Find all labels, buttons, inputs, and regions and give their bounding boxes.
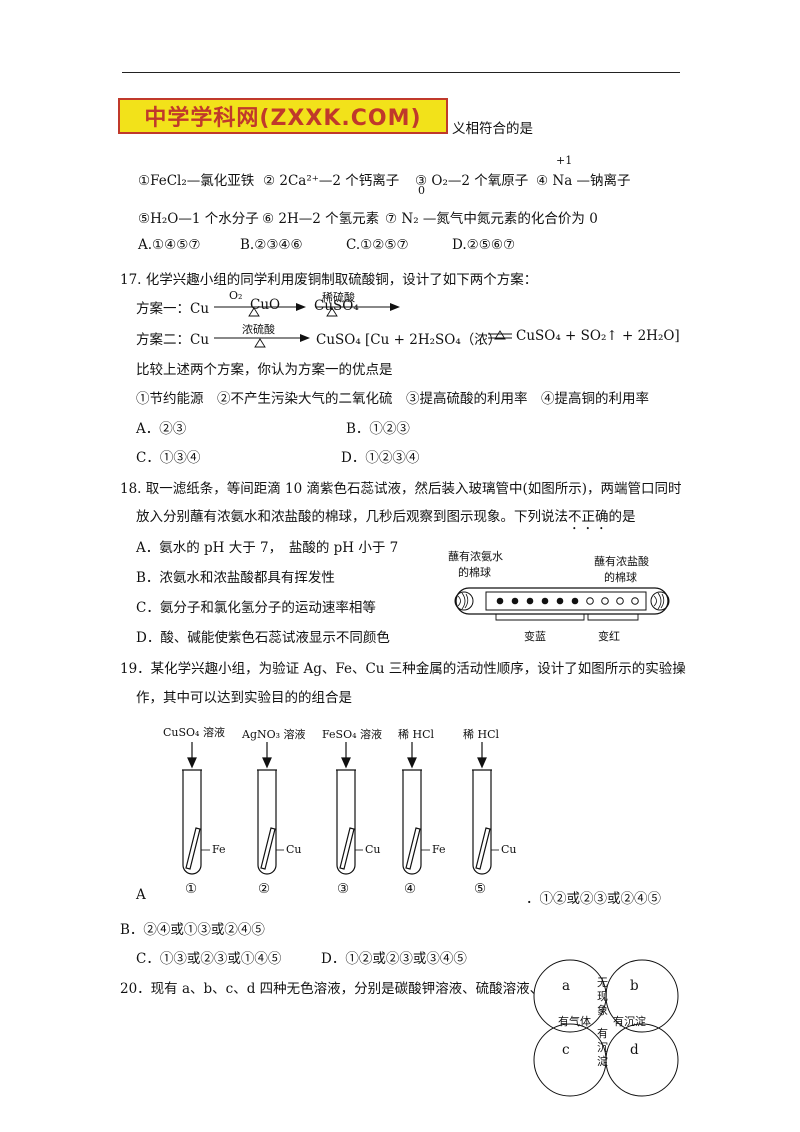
q16-option-c: C.①②⑤⑦ [346,237,409,253]
q16-item-4: ④ Na —钠离子 [536,173,631,189]
venn-diagram [533,959,679,1097]
tube2-metal: Cu [286,843,302,856]
venn-label-c: c [562,1042,570,1058]
venn-label-b: b [630,978,639,994]
tube3-metal: Cu [365,843,381,856]
q19-option-b: B．②④或①③或②④⑤ [120,922,265,938]
fig-right-label-1: 蘸有浓盐酸 [594,555,649,568]
venn-mid-left: 有气体 [558,1015,591,1028]
q16-item-2: ② 2Ca²⁺—2 个钙离子 [263,173,400,189]
header-rule [122,72,680,73]
venn-center-top-2: 现 [597,990,608,1003]
q19-option-a-letter: A [136,887,146,903]
q17-advantages: ①节约能源 ②不产生污染大气的二氧化硫 ③提高硫酸的利用率 ④提高铜的利用率 [136,391,649,407]
venn-center-bottom-1: 有 [597,1027,608,1040]
tube2-reagent: AgNO₃ 溶液 [242,728,306,741]
scheme2-arrow [214,334,310,348]
scheme2-equation-products: CuSO₄ + SO₂↑ + 2H₂O] [516,328,680,344]
q18-stem-line1: 18. 取一滤纸条，等间距滴 10 滴紫色石蕊试液，然后装入玻璃管中(如图所示)… [120,481,682,497]
q17-option-d: D．①②③④ [341,450,420,466]
venn-center-top-3: 象 [597,1004,608,1017]
tube3-reagent: FeSO₄ 溶液 [322,728,383,741]
q16-item-3: ③ O₂—2 个氧原子 [415,173,529,189]
scheme1-arrows [214,303,400,317]
reagent-conc-h2so4: 浓硫酸 [242,323,275,336]
q16-item-1: ①FeCl₂—氯化亚铁 [138,173,255,189]
reagent-dilute-h2so4: 稀硫酸 [322,291,355,304]
q18-option-d: D．酸、碱能使紫色石蕊试液显示不同颜色 [136,630,390,646]
venn-center-bottom-3: 淀 [597,1055,608,1068]
tube3-number: ③ [337,881,350,897]
site-logo: 中学学科网(ZXXK.COM) [118,98,448,134]
scheme2-label: 方案二：Cu [136,332,210,348]
q18-stem-line2: 放入分别蘸有浓氨水和浓盐酸的棉球，几秒后观察到图示现象。下列说法不正确的是 [136,505,636,533]
test-tubes-figure [182,742,499,875]
tube5-metal: Cu [501,843,517,856]
fig-left-label-2: 的棉球 [458,566,491,579]
q16-option-a: A.①④⑤⑦ [138,237,201,253]
q18-stem-pre: 放入分别蘸有浓氨水和浓盐酸的棉球，几秒后观察到图示现象。下列说法 [136,509,568,525]
q19-option-a-text: ．①②或②③或②④⑤ [526,891,661,907]
valence-plus-one: +1 [556,154,573,167]
q17-compare: 比较上述两个方案，你认为方案一的优点是 [136,362,393,378]
q16-option-d: D.②⑤⑥⑦ [452,237,516,253]
q18-stem-post: 的是 [608,509,636,525]
tube1-metal: Fe [212,843,226,856]
tube1-reagent: CuSO₄ 溶液 [163,726,225,739]
q17-stem: 17. 化学兴趣小组的同学利用废铜制取硫酸铜，设计了如下两个方案： [120,272,538,288]
venn-center-bottom-2: 沉 [597,1041,608,1054]
q18-option-a: A．氨水的 pH 大于 7， 盐酸的 pH 小于 7 [136,540,399,556]
product-cuso4: CuSO₄ [314,298,359,314]
q19-stem-line1: 19．某化学兴趣小组，为验证 Ag、Fe、Cu 三种金属的活动性顺序，设计了如图… [120,661,686,677]
tube4-number: ④ [404,881,417,897]
tube4-metal: Fe [432,843,446,856]
q17-option-a: A．②③ [136,421,187,437]
q19-option-d: D．①②或②③或③④⑤ [321,951,467,967]
intermediate-cuo: CuO [250,297,281,313]
q18-emphasis: 不正确 [568,509,609,525]
q16-item-6: ⑥ 2H—2 个氢元素 [262,211,380,227]
scheme2-equation: CuSO₄ [Cu + 2H₂SO₄（浓） [316,332,502,348]
venn-label-d: d [630,1042,639,1058]
reagent-o2: O₂ [229,289,243,302]
question16-stem-tail: 义相符合的是 [452,121,533,137]
venn-label-a: a [562,978,571,994]
q16-item-7: ⑦ N₂ —氮气中氮元素的化合价为 0 [385,211,598,227]
q17-option-c: C．①③④ [136,450,201,466]
fig-label-blue: 变蓝 [524,630,546,643]
valence-zero: 0 [418,184,425,197]
scheme1-label: 方案一：Cu [136,301,210,317]
q16-option-b: B.②③④⑥ [240,237,303,253]
venn-mid-right: 有沉淀 [613,1015,646,1028]
tube4-reagent: 稀 HCl [398,728,435,741]
q19-option-c: C．①③或②③或①④⑤ [136,951,282,967]
fig-label-red: 变红 [598,630,620,643]
fig-left-label-1: 蘸有浓氨水 [448,550,503,563]
q17-option-b: B．①②③ [346,421,410,437]
tube5-reagent: 稀 HCl [463,728,500,741]
q20-stem: 20．现有 a、b、c、d 四种无色溶液，分别是碳酸钾溶液、硫酸溶液、 [120,981,544,997]
fig-right-label-2: 的棉球 [604,571,637,584]
q19-stem-line2: 作，其中可以达到实验目的的组合是 [136,690,352,706]
tube1-number: ① [185,881,198,897]
equals-heat-sign [488,330,512,340]
venn-center-top-1: 无 [597,976,608,989]
glass-tube-figure [454,587,670,621]
q18-option-b: B．浓氨水和浓盐酸都具有挥发性 [136,570,335,586]
tube2-number: ② [258,881,271,897]
tube5-number: ⑤ [474,881,487,897]
q18-option-c: C．氨分子和氯化氢分子的运动速率相等 [136,600,376,616]
q16-item-5: ⑤H₂O—1 个水分子 [138,211,259,227]
